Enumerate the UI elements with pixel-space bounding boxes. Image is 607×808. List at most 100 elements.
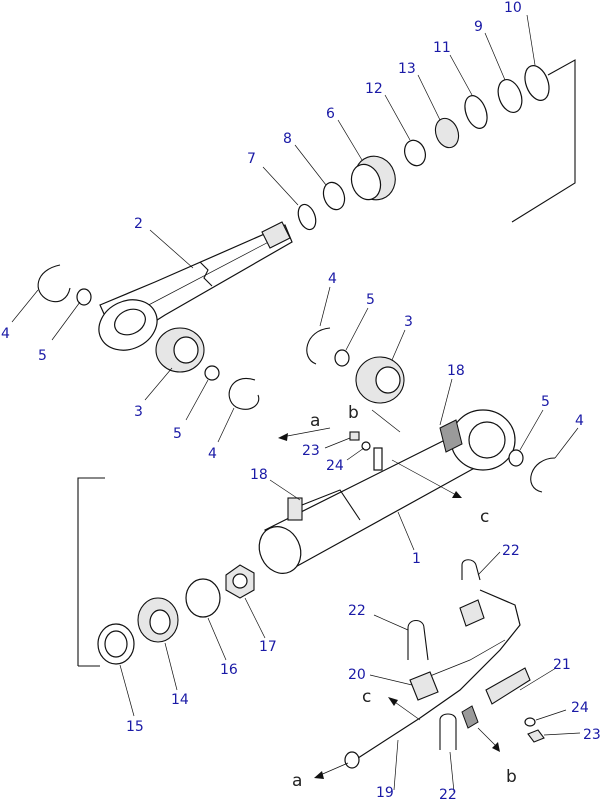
callout-23-a: 23 [302,443,320,459]
leader-20 [369,674,413,686]
part-18-fitting-tube [287,497,303,521]
part-4-snapring-left [37,264,71,303]
rod-eye-bore [114,308,146,336]
leader-11 [449,54,473,96]
letter-b-bottom: b [506,767,517,787]
part-22-ubolt-top [461,559,481,581]
callout-24-a: 24 [326,458,344,474]
part-clamp-plate [373,447,383,471]
callout-23-b: 23 [583,727,601,743]
callout-4-b: 4 [208,446,217,462]
letter-c-bottom: c [362,687,371,707]
leader-5-a [51,301,81,341]
part-14-inner [149,609,171,635]
leader-8 [294,144,327,186]
part-4-snapring-right [306,327,331,365]
part-7-ring [297,203,317,231]
leader-1 [397,511,415,551]
part-8-ring [322,181,346,211]
part-20-bracket [409,671,439,701]
part-3-bore-left [173,336,199,364]
arrow-b-bottom [477,727,499,749]
piping-assembly [344,559,545,769]
letter-a-bottom: a [292,771,302,791]
callout-19: 19 [376,785,394,801]
callout-5-d: 5 [541,394,550,410]
rod-thread-end [261,221,291,249]
callout-7: 7 [247,151,256,167]
letter-a-top: a [310,411,320,431]
leader-9 [484,32,506,81]
leader-10 [526,14,536,66]
part-17-bore [232,573,248,589]
leader-4-c [319,286,331,327]
leader-24-b [535,709,567,721]
callout-3-a: 3 [134,404,143,420]
leader-17 [244,597,266,639]
pipe-flange-top [459,599,485,627]
part-10-ring [524,65,550,101]
leader-13 [417,74,441,121]
callout-5-c: 5 [366,292,375,308]
rod-break-mark [199,261,213,287]
arrow-a-bottom [317,762,349,777]
part-11-ring [464,95,488,129]
callout-15: 15 [126,719,144,735]
leader-7 [262,166,299,206]
arrow-a-top [281,427,331,438]
callout-24-b: 24 [571,700,589,716]
pipe-branch [419,639,506,681]
callout-22-c: 22 [439,787,457,803]
leader-19 [393,739,399,791]
leader-18-a [439,378,453,426]
callout-5-a: 5 [38,348,47,364]
frame-line-upper [511,59,576,223]
arrow-a-top-head [278,433,288,441]
leader-4-d [554,427,579,459]
callout-11: 11 [433,40,451,56]
letter-c-top: c [480,507,489,527]
callout-3-b: 3 [404,314,413,330]
part-13-ring [434,117,460,149]
arrow-c-top-head [452,491,462,498]
part-1-tube-open-end [258,526,302,574]
callout-5-b: 5 [173,426,182,442]
leader-4-a [11,289,39,323]
part-22-ubolt-left [407,619,429,661]
part-4-snapring-far [530,457,556,493]
reference-letters: a b c c a b [292,403,517,791]
leader-18-b [269,479,301,501]
callout-13: 13 [398,61,416,77]
callout-18-a: 18 [447,363,465,379]
leader-15 [119,664,135,717]
callout-21: 21 [553,657,571,673]
part-24-washer-bottom [524,717,536,727]
callout-17: 17 [259,639,277,655]
arrow-a-bottom-head [314,771,324,779]
callout-8: 8 [283,131,292,147]
leader-5-b [185,379,209,421]
callout-2: 2 [134,216,143,232]
part-12-ring [404,139,426,167]
leader-3-b [391,329,406,361]
leader-16 [207,617,227,661]
leader-6 [337,119,363,161]
cylinder-tube-assembly [77,327,556,667]
callout-9: 9 [474,19,483,35]
arrow-c-top [391,459,459,497]
callout-22-a: 22 [502,543,520,559]
leader-24-a [346,447,365,461]
leader-22-a [477,551,501,576]
callout-4-d: 4 [575,413,584,429]
part-15-inner [104,630,128,658]
leader-12 [384,94,411,141]
leader-2 [149,229,194,269]
part-18-fitting-head [439,419,463,453]
leader-23-a [324,437,351,449]
pipe-end-fitting [344,751,360,769]
callout-1: 1 [412,551,421,567]
part-16-bushing [185,578,221,618]
part-4-snapring-mid [228,377,260,410]
